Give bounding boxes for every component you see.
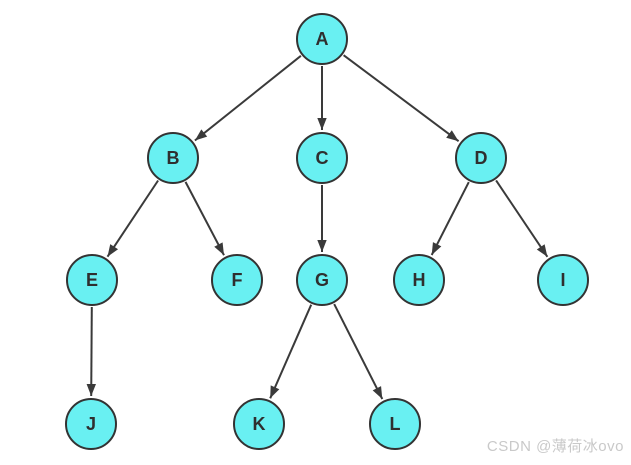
node-label: H [412,269,426,290]
edge-B-E [106,179,159,258]
watermark-text: CSDN @薄荷冰ovo [486,438,624,455]
node-label: I [560,269,566,290]
edge-E-J [86,306,96,397]
node-label: E [85,269,98,290]
node-label: K [252,413,266,434]
node-label: B [166,147,180,168]
tree-node-b: B [147,132,199,184]
node-label: L [389,413,401,434]
edge-A-D [343,54,460,143]
node-label: D [474,147,488,168]
node-label: G [314,269,329,290]
edge-G-K [269,304,313,399]
edge-D-I [495,179,549,258]
tree-node-a: A [296,13,348,65]
node-label: F [231,269,243,290]
tree-node-j: J [65,398,117,450]
edge-G-L [333,303,384,400]
node-label: A [315,28,329,49]
node-label: J [85,413,96,434]
tree-node-e: E [66,254,118,306]
tree-node-c: C [296,132,348,184]
edge-B-F [184,181,225,256]
edge-A-B [194,55,302,142]
tree-node-l: L [369,398,421,450]
tree-node-i: I [537,254,589,306]
tree-node-h: H [393,254,445,306]
tree-node-k: K [233,398,285,450]
node-label: C [315,147,329,168]
edge-D-H [430,181,470,256]
tree-node-d: D [455,132,507,184]
tree-node-f: F [211,254,263,306]
tree-node-g: G [296,254,348,306]
